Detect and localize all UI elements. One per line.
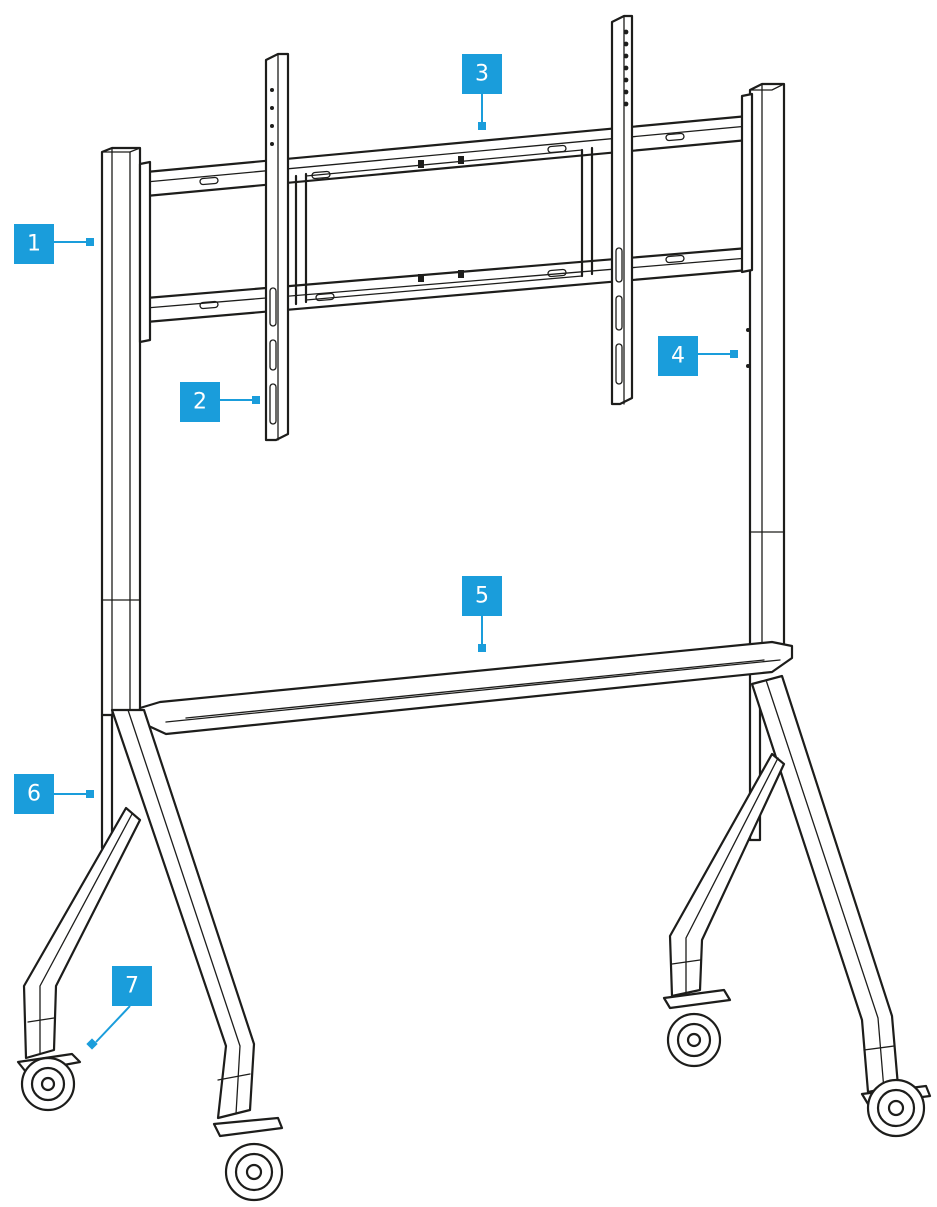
callout-3-label: 3 [475,62,489,87]
callout-5: 5 [462,576,502,652]
left-vertical-bracket [264,52,290,442]
callout-4: 4 [658,336,738,376]
right-front-leg [750,674,900,1094]
callout-2: 2 [180,382,260,422]
callout-6: 6 [14,774,94,814]
callout-5-label: 5 [475,584,489,609]
right-vertical-bracket [610,14,634,406]
callout-7-label: 7 [125,974,139,999]
caster-right-front [860,1078,932,1138]
horizontal-rails [138,92,754,344]
callout-2-label: 2 [193,390,207,415]
caster-left-rear [16,1052,82,1112]
left-column [100,146,142,850]
right-column [746,82,786,842]
callout-4-label: 4 [671,344,685,369]
right-rear-leg [668,752,786,998]
left-rear-leg [22,806,142,1060]
callout-6-label: 6 [27,782,41,807]
callout-1: 1 [14,224,94,264]
left-front-leg [110,708,256,1120]
shelf-tray [138,640,794,736]
caster-left-front [212,1116,284,1202]
caster-right-rear [662,988,732,1068]
callout-3: 3 [462,54,502,130]
callout-1-label: 1 [27,232,41,257]
callout-7: 7 [86,966,152,1050]
